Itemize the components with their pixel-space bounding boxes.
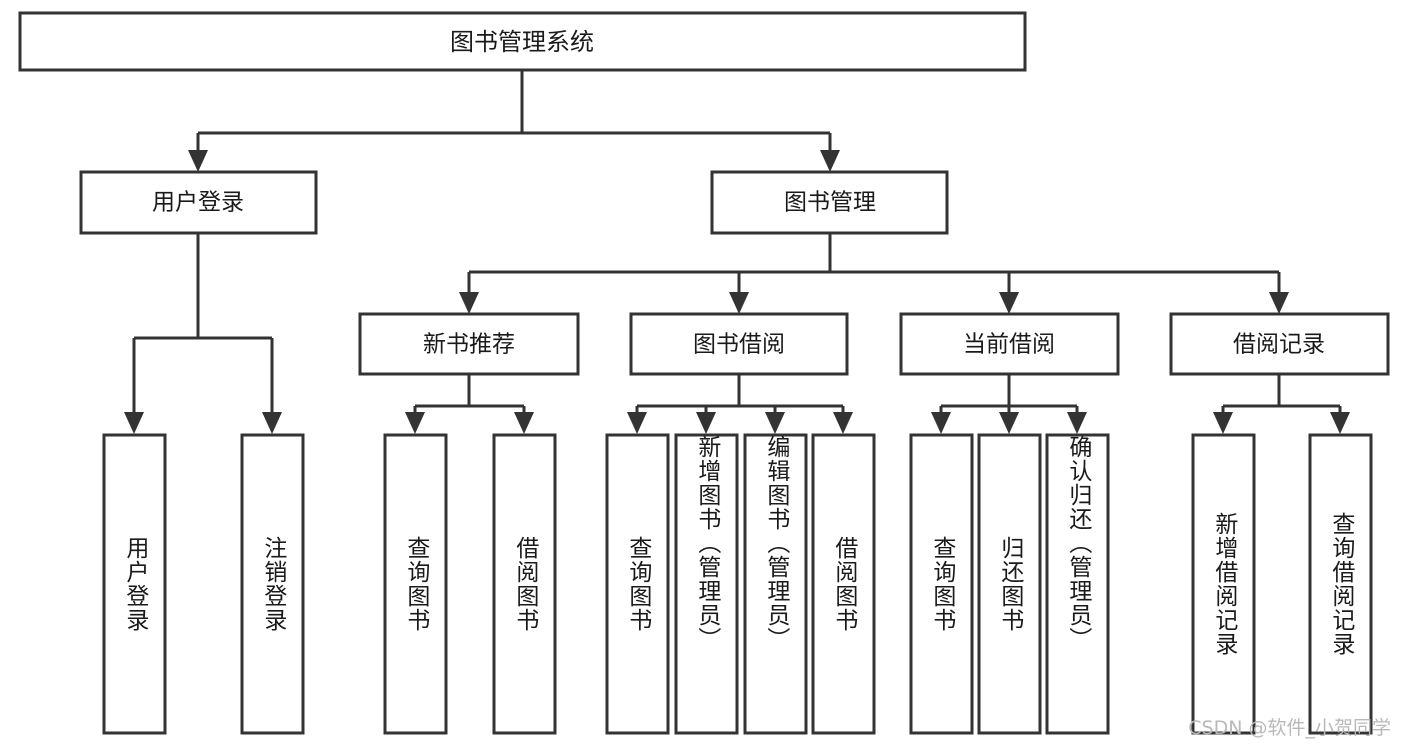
node-box-leaf-edit-book[interactable] xyxy=(743,433,808,735)
arrow-bookborrow-leaf-4 xyxy=(833,412,853,434)
arrow-bookmanage-to-bookborrow xyxy=(729,292,749,314)
node-label-new-book-recommend: 新书推荐 xyxy=(423,332,515,358)
node-box-leaf-add-record[interactable] xyxy=(1191,433,1256,735)
node-box-leaf-confirm-return[interactable] xyxy=(1045,433,1110,735)
arrow-newbook-leaf-1 xyxy=(405,412,425,434)
node-box-user-login[interactable] xyxy=(79,170,318,235)
arrow-borrowrecord-leaf-2 xyxy=(1330,412,1350,434)
node-box-leaf-query-book-3[interactable] xyxy=(909,433,974,735)
node-box-book-manage[interactable] xyxy=(710,170,949,235)
arrow-currentborrow-leaf-1 xyxy=(931,412,951,434)
arrow-bookmanage-to-newbook xyxy=(459,292,479,314)
arrow-bookborrow-leaf-1 xyxy=(627,412,647,434)
arrow-bookborrow-leaf-2 xyxy=(696,412,716,434)
arrow-newbook-leaf-2 xyxy=(514,412,534,434)
node-box-root[interactable] xyxy=(18,11,1027,72)
node-label-current-borrow: 当前借阅 xyxy=(963,332,1055,358)
node-box-leaf-logout-login[interactable] xyxy=(240,433,305,735)
node-box-leaf-query-book-1[interactable] xyxy=(383,433,448,735)
arrow-userlogin-leaf-1 xyxy=(124,412,144,434)
node-box-leaf-add-book[interactable] xyxy=(674,433,739,735)
arrow-bookmanage-to-borrowrecord xyxy=(1269,292,1289,314)
node-box-borrow-record[interactable] xyxy=(1169,312,1390,376)
node-box-leaf-query-book-2[interactable] xyxy=(605,433,670,735)
node-box-new-book-recommend[interactable] xyxy=(358,312,580,376)
node-box-current-borrow[interactable] xyxy=(899,312,1120,376)
node-box-leaf-borrow-book-2[interactable] xyxy=(811,433,876,735)
node-label-root: 图书管理系统 xyxy=(450,28,594,56)
node-box-leaf-return-book[interactable] xyxy=(977,433,1042,735)
arrow-root-to-book-manage xyxy=(820,150,840,172)
node-label-user-login: 用户登录 xyxy=(152,190,244,216)
node-box-book-borrow[interactable] xyxy=(629,312,849,376)
arrow-bookborrow-leaf-3 xyxy=(765,412,785,434)
node-box-leaf-user-login[interactable] xyxy=(102,433,167,735)
node-box-leaf-query-record[interactable] xyxy=(1308,433,1373,735)
node-label-book-manage: 图书管理 xyxy=(784,190,876,216)
arrow-bookmanage-to-currentborrow xyxy=(999,292,1019,314)
connector-layer xyxy=(124,70,1350,434)
csdn-watermark: CSDN @软件_小贺同学 xyxy=(1188,717,1391,739)
arrow-borrowrecord-leaf-1 xyxy=(1213,412,1233,434)
arrow-currentborrow-leaf-2 xyxy=(999,412,1019,434)
arrow-root-to-user-login xyxy=(188,150,208,172)
node-layer: 图书管理系统 用户登录 图书管理 新书推荐 图书借阅 当前借阅 借阅记录 xyxy=(18,11,1390,735)
arrow-currentborrow-leaf-3 xyxy=(1067,412,1087,434)
node-label-book-borrow: 图书借阅 xyxy=(693,332,785,358)
node-label-borrow-record: 借阅记录 xyxy=(1233,332,1325,358)
arrow-userlogin-leaf-2 xyxy=(262,412,282,434)
node-box-leaf-borrow-book-1[interactable] xyxy=(492,433,557,735)
